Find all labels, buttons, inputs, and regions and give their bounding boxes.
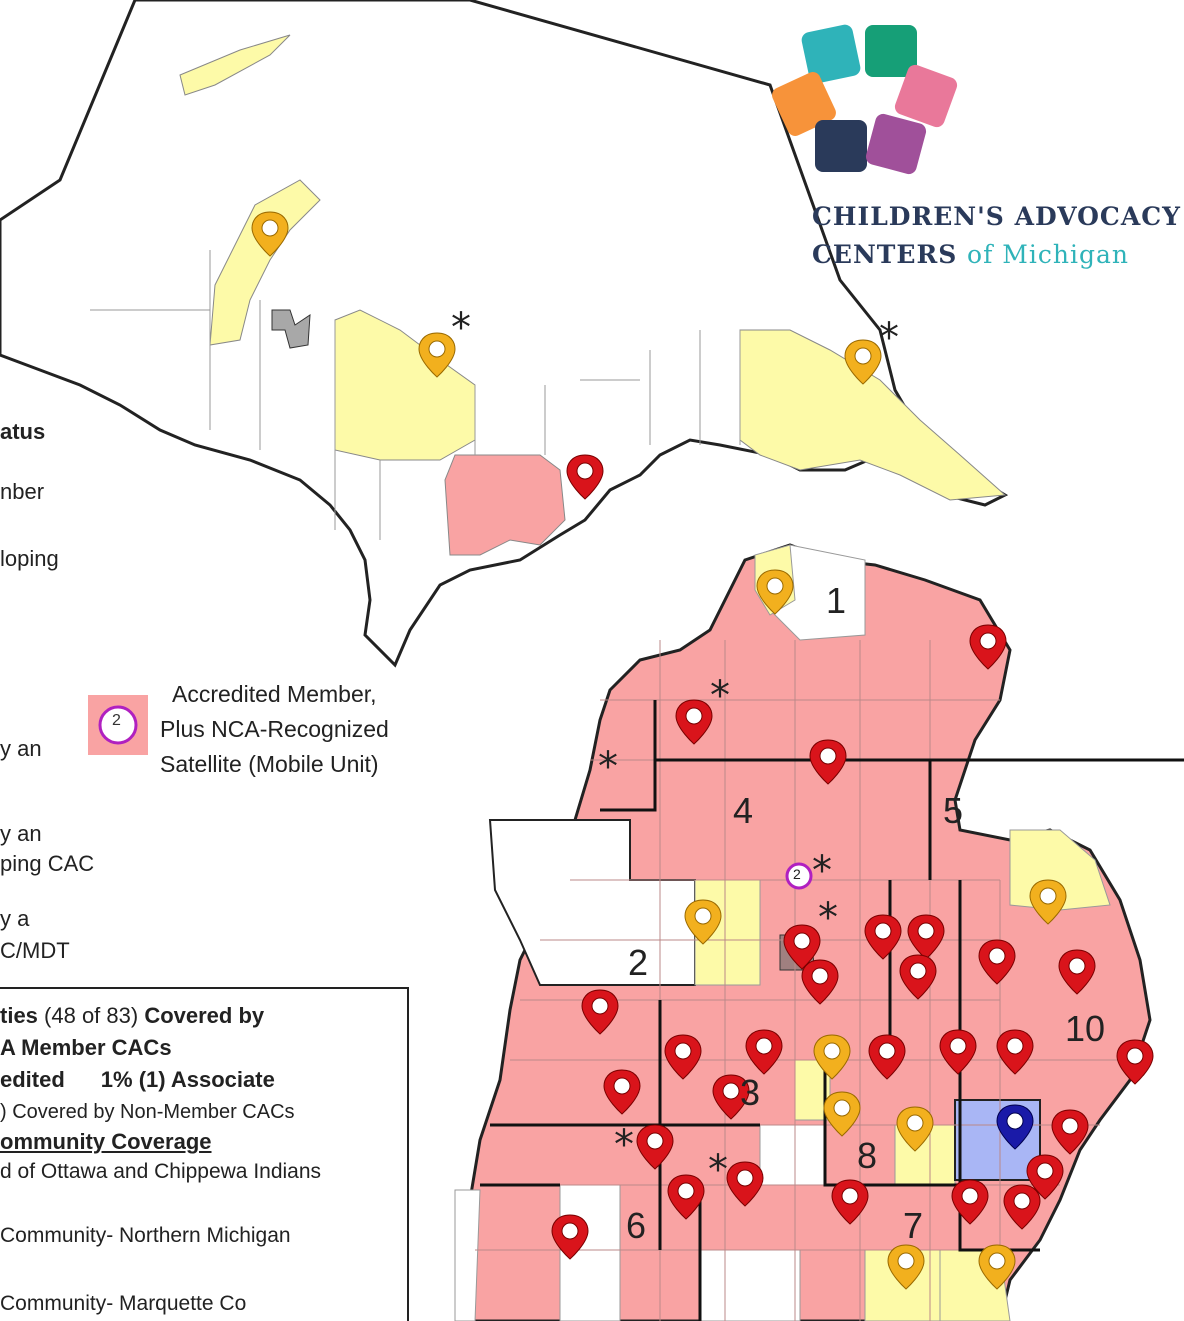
asterisk-manistee: * (598, 744, 618, 790)
region-7-label: 7 (903, 1205, 924, 1246)
region-6-label: 6 (626, 1205, 647, 1246)
legend-covered-a-2: C/MDT (0, 938, 70, 963)
region-5-label: 5 (943, 790, 964, 831)
lp-st-joseph-white (699, 1249, 801, 1321)
summary-line6: d of Ottawa and Chippewa Indians (0, 1160, 322, 1183)
region-8-label: 8 (857, 1135, 878, 1176)
up-chippewa (739, 329, 1007, 501)
legend-satellite-icon (88, 695, 148, 755)
asterisk-chippewa: * (879, 315, 899, 361)
asterisk-allegan: * (614, 1122, 634, 1168)
asterisk-calhoun: * (708, 1147, 728, 1193)
logo-line2-b: of Michigan (967, 240, 1129, 269)
summary-line8: Community- Marquette Co (0, 1292, 247, 1315)
asterisk-marquette: * (451, 305, 471, 351)
summary-line5: ommunity Coverage (0, 1129, 212, 1154)
up-isle-royale (179, 34, 291, 96)
region-boundaries (480, 700, 1184, 1321)
region-4-label: 4 (733, 790, 754, 831)
legend-right-line2: Plus NCA-Recognized (160, 716, 389, 742)
asterisk-leelanau: * (710, 673, 730, 719)
lp-region8-white (759, 1124, 826, 1186)
summary-line4: ) Covered by Non-Member CACs (0, 1101, 295, 1123)
summary-line1: ties (48 of 83) Covered by (0, 1002, 264, 1030)
satellite-marker (785, 862, 813, 890)
summary-line2: A Member CACs (0, 1035, 172, 1060)
legend-right-line3: Satellite (Mobile Unit) (160, 751, 379, 777)
legend-developing: loping (0, 546, 59, 571)
legend-right-line1: Accredited Member, (172, 681, 377, 707)
up-delta (444, 454, 566, 556)
logo-line2-a: CENTERS (812, 240, 958, 269)
logo-line1: CHILDREN'S ADVOCACY (812, 202, 1181, 231)
asterisk-isabella: * (818, 895, 838, 941)
legend-covered-an-1: y an (0, 736, 42, 761)
summary-line1-b: (48 of 83) (37, 1003, 145, 1028)
legend-covered-an-2a: y an (0, 821, 42, 846)
cac-logo-mark (772, 24, 958, 175)
legend-covered-an-2b: ping CAC (0, 851, 95, 876)
satellite-marker-number: 2 (793, 866, 801, 882)
legend-member: nber (0, 479, 45, 504)
region-10-label: 10 (1065, 1008, 1106, 1049)
region-1-label: 1 (826, 580, 847, 621)
region-3-label: 3 (740, 1072, 761, 1113)
logo-line2: CENTERS of Michigan (812, 240, 1129, 269)
legend-status-heading: atus (0, 419, 46, 444)
summary-line7: Community- Northern Michigan (0, 1224, 291, 1247)
legend-satellite-icon-number: 2 (112, 712, 121, 729)
lp-west-white (454, 1189, 481, 1321)
summary-line1-a: ties (0, 1003, 38, 1028)
summary-line3-b: 1% (1) Associate (100, 1067, 275, 1092)
summary-line3: edited 1% (1) Associate (0, 1066, 275, 1094)
summary-line1-c: Covered by (144, 1003, 265, 1028)
summary-box-frame (0, 987, 409, 1321)
legend-covered-a-1: y a (0, 906, 30, 931)
summary-line3-a: edited (0, 1067, 65, 1092)
up-mdt-baraga (271, 309, 311, 349)
asterisk-satellite: * (812, 848, 832, 894)
up-county-lines (90, 250, 741, 540)
region-2-label: 2 (628, 942, 649, 983)
